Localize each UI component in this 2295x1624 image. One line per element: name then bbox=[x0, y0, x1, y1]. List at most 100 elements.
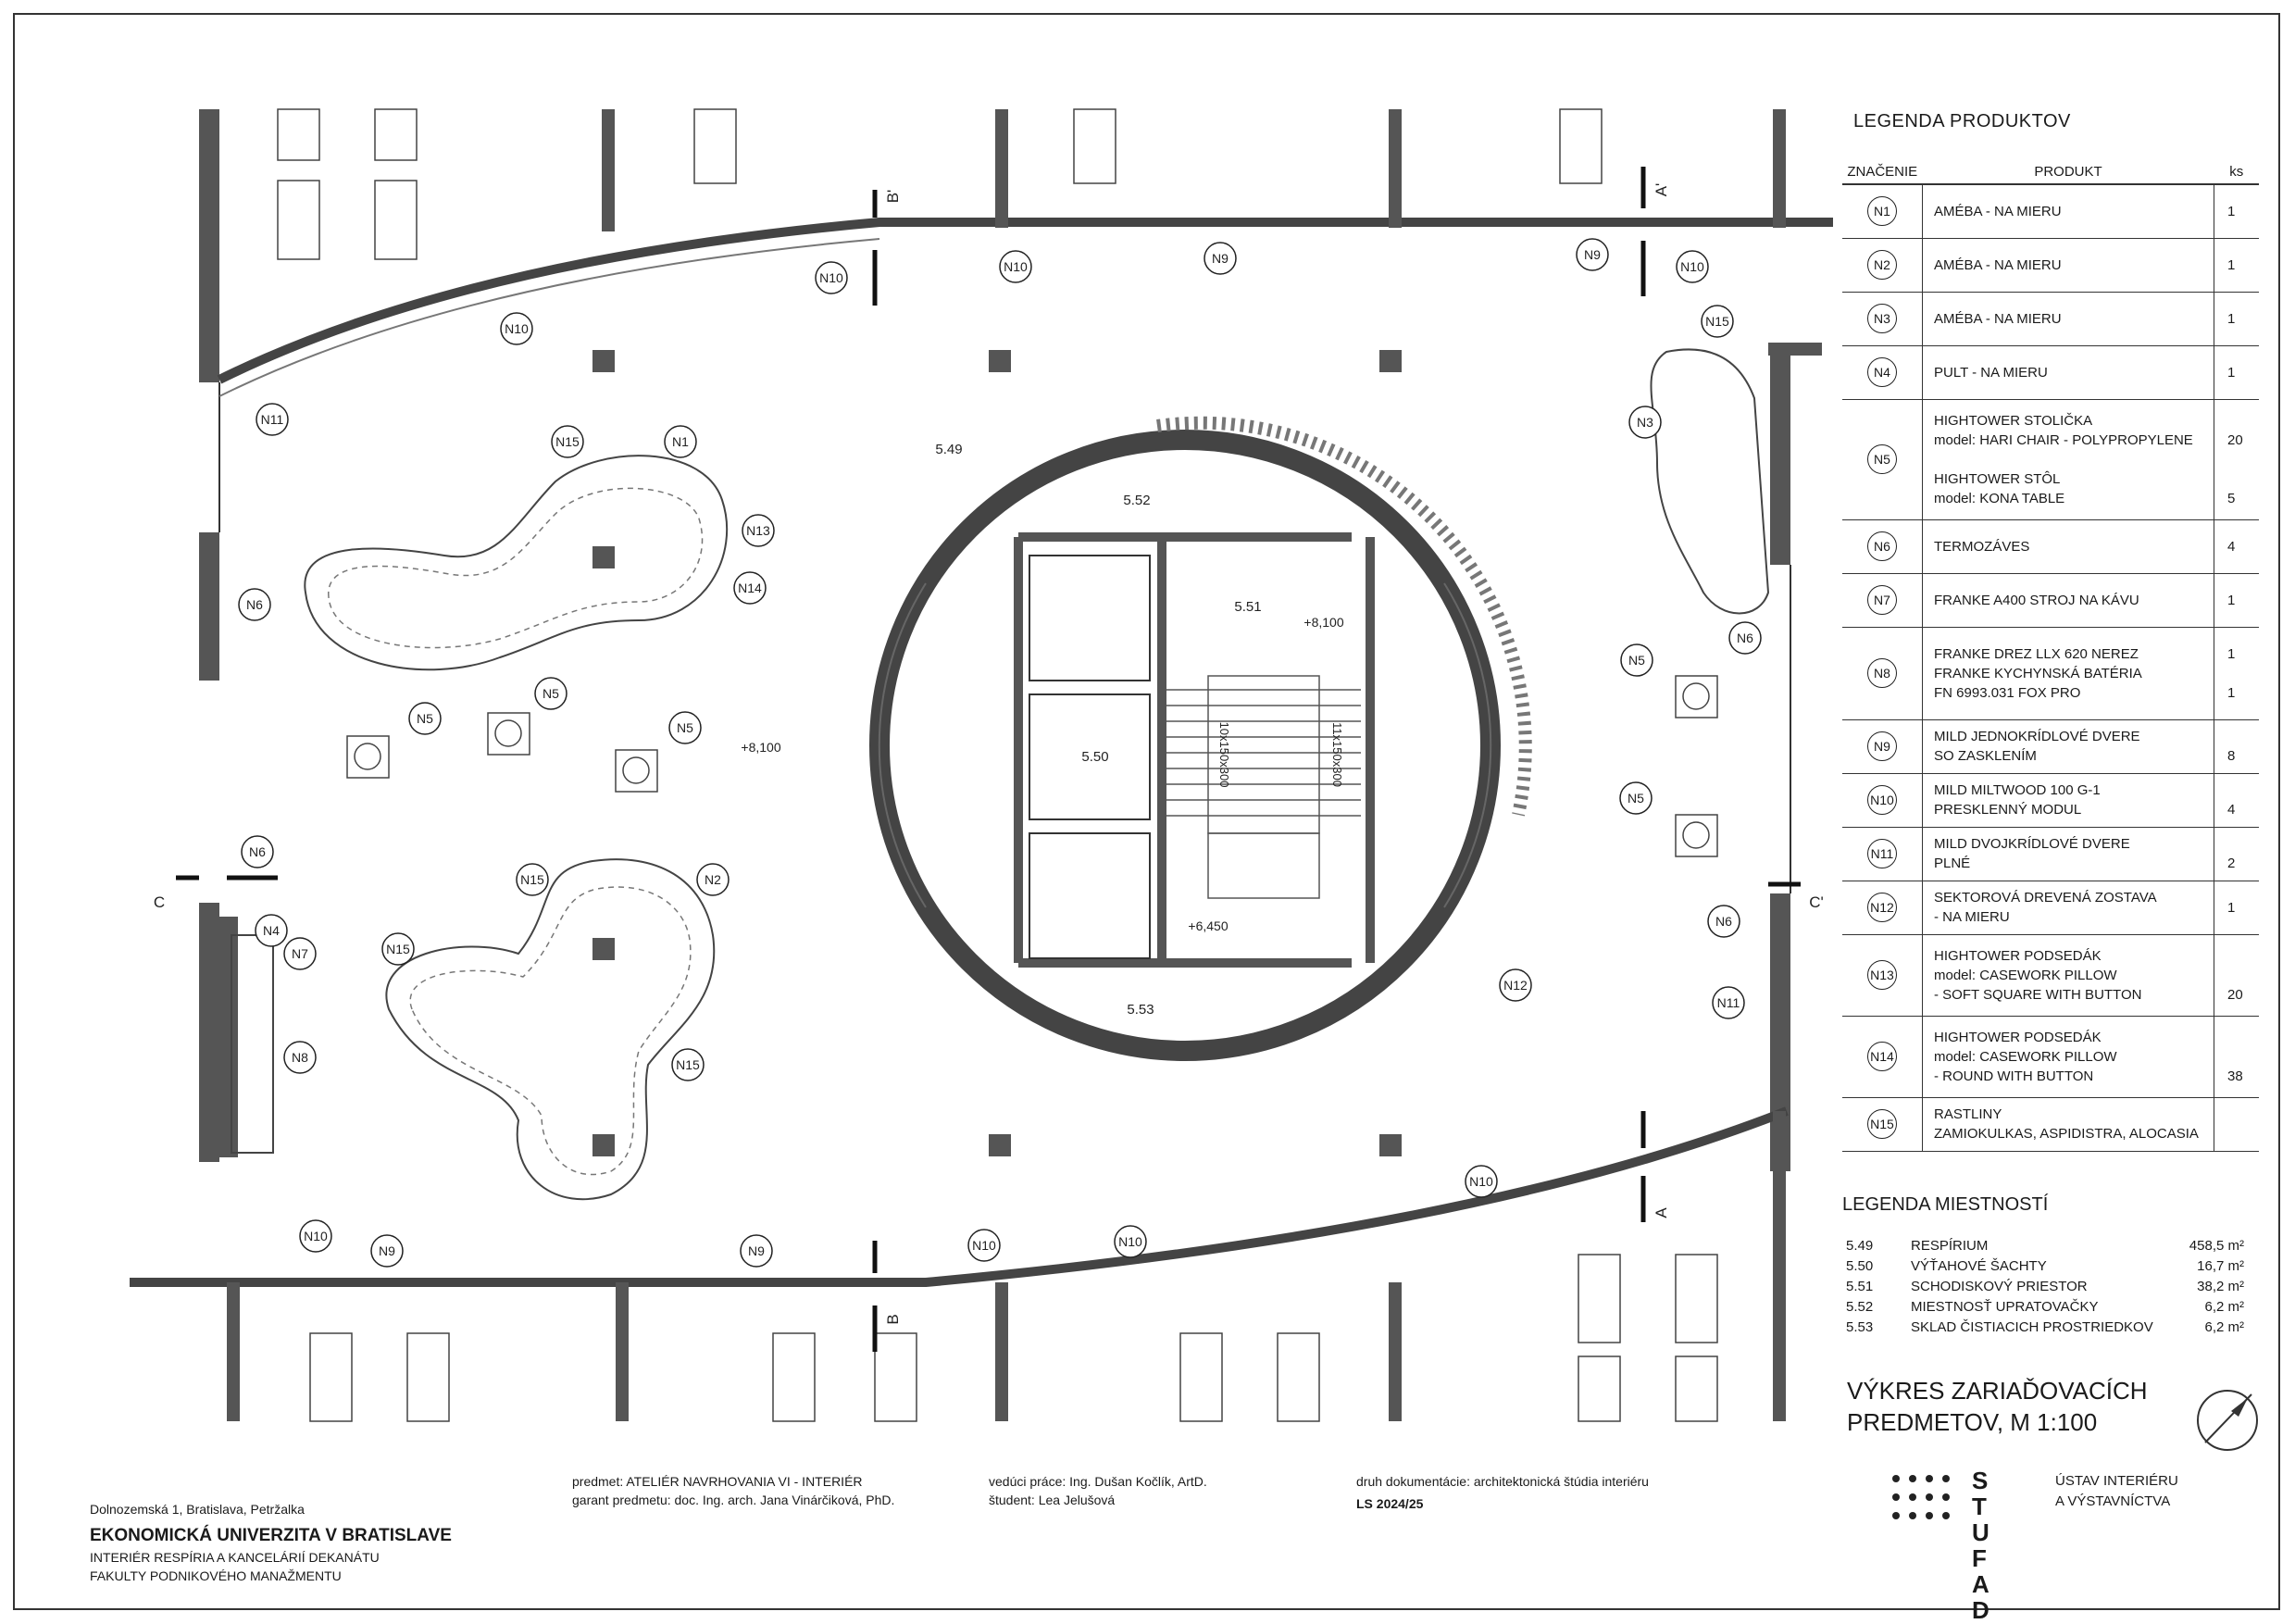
room-name: SCHODISKOVÝ PRIESTOR bbox=[1911, 1279, 2088, 1294]
wall-left-mid bbox=[199, 532, 219, 681]
legend-code-badge: N8 bbox=[1867, 658, 1897, 688]
legend-code-badge: N11 bbox=[1867, 839, 1897, 868]
room-no: 5.51 bbox=[1846, 1279, 1874, 1294]
legend-product-line: - ROUND WITH BUTTON bbox=[1934, 1068, 2094, 1084]
legend-products: LEGENDA PRODUKTOV ZNAČENIE PRODUKT ks N1… bbox=[1842, 111, 2259, 1152]
wall-left-low bbox=[199, 903, 219, 1162]
plan-tag-label: N4 bbox=[263, 923, 280, 938]
plan-tag-label: N15 bbox=[555, 434, 580, 449]
title-block-subject: predmet: ATELIÉR NAVRHOVANIA VI - INTERI… bbox=[572, 1472, 894, 1509]
planter-N1-bench bbox=[328, 487, 704, 649]
sheet-border bbox=[13, 13, 2280, 1610]
plan-tag-label: N3 bbox=[1637, 415, 1653, 430]
legend-qty bbox=[2227, 664, 2255, 683]
legend-code-badge: N1 bbox=[1867, 196, 1897, 227]
legend-header-code: ZNAČENIE bbox=[1842, 160, 1923, 185]
legend-qty-cell: 1 bbox=[2214, 573, 2259, 628]
legend-qty: 20 bbox=[2227, 986, 2243, 1003]
plan-tag-label: N5 bbox=[1628, 653, 1645, 668]
stair-label-right: 11x150x300 bbox=[1330, 722, 1344, 787]
plan-tag-n10: N10 bbox=[500, 312, 533, 345]
plan-tag-n6: N6 bbox=[1707, 905, 1740, 938]
room-area: 38,2 m² bbox=[2197, 1279, 2244, 1294]
plan-tag-n4: N4 bbox=[255, 914, 288, 947]
sector-bench-N12 bbox=[1156, 416, 1532, 817]
plan-tag-n10: N10 bbox=[815, 261, 848, 294]
drawing-title: VÝKRES ZARIAĎOVACÍCH PREDMETOV, M 1:100 bbox=[1847, 1375, 2162, 1438]
wall-bot-2 bbox=[616, 1282, 629, 1421]
supervisor: vedúci práce: Ing. Dušan Kočlík, ArtD. bbox=[989, 1474, 1207, 1489]
plan-tag-label: N7 bbox=[292, 946, 308, 961]
plan-tag-n10: N10 bbox=[299, 1219, 332, 1253]
plan-tag-n1: N1 bbox=[664, 425, 697, 458]
room-row: 5.51 SCHODISKOVÝ PRIESTOR 38,2 m² bbox=[1846, 1277, 2244, 1297]
core-outer-left bbox=[878, 582, 927, 908]
subject: predmet: ATELIÉR NAVRHOVANIA VI - INTERI… bbox=[572, 1474, 863, 1489]
wall-bot-3 bbox=[995, 1282, 1008, 1421]
legend-qty-cell: 1 bbox=[2214, 881, 2259, 935]
legend-product-line: FRANKE DREZ LLX 620 NEREZ bbox=[1934, 645, 2139, 662]
drawing-title-line1: VÝKRES ZARIAĎOVACÍCH bbox=[1847, 1377, 2148, 1405]
legend-qty: 1 bbox=[2227, 899, 2236, 916]
level-label-1: +8,100 bbox=[741, 740, 780, 755]
plan-tag-label: N9 bbox=[1212, 251, 1229, 266]
elevator-1 bbox=[1029, 555, 1151, 681]
room-no: 5.49 bbox=[1846, 1238, 1874, 1254]
legend-qty-cell bbox=[2214, 1097, 2259, 1152]
plan-tag-n15: N15 bbox=[381, 932, 415, 966]
plan-tag-label: N11 bbox=[261, 412, 284, 427]
legend-qty: 20 bbox=[2227, 431, 2243, 448]
plan-tag-label: N6 bbox=[1715, 914, 1732, 929]
staircase bbox=[1165, 675, 1361, 899]
floor-plan: 5.49 5.52 5.51 5.50 5.53 +8,100 +8,100 +… bbox=[130, 108, 1833, 1422]
north-arrow-icon bbox=[2197, 1390, 2258, 1451]
wall-right-low bbox=[1770, 893, 1790, 1171]
legend-product-line: AMÉBA - NA MIERU bbox=[1934, 310, 2062, 327]
room-label-550: 5.50 bbox=[1081, 749, 1108, 765]
legend-product-cell: AMÉBA - NA MIERU bbox=[1922, 238, 2214, 293]
counter-N4 bbox=[231, 934, 274, 1154]
legend-product-cell: AMÉBA - NA MIERU bbox=[1922, 292, 2214, 346]
legend-code-cell: N1 bbox=[1842, 184, 1923, 239]
legend-qty bbox=[2227, 1115, 2255, 1134]
legend-qty bbox=[2227, 411, 2255, 431]
institute-line-1: ÚSTAV INTERIÉRU bbox=[2055, 1473, 2178, 1489]
room-label-551: 5.51 bbox=[1234, 599, 1261, 615]
plan-tag-label: N5 bbox=[677, 720, 693, 735]
guarantor: garant predmetu: doc. Ing. arch. Jana Vi… bbox=[572, 1493, 895, 1507]
plan-tag-n10: N10 bbox=[967, 1229, 1001, 1262]
legend-qty: 1 bbox=[2227, 684, 2236, 701]
legend-qty-cell: 20 bbox=[2214, 934, 2259, 1017]
legend-product-line: RASTLINY bbox=[1934, 1106, 2002, 1122]
institute-name: ÚSTAV INTERIÉRU A VÝSTAVNÍCTVA bbox=[2055, 1471, 2240, 1512]
wall-right-top bbox=[1770, 352, 1790, 565]
legend-product-line: model: KONA TABLE bbox=[1934, 490, 2065, 506]
student: študent: Lea Jelušová bbox=[989, 1493, 1116, 1507]
legend-product-line: MILD MILTWOOD 100 G-1 bbox=[1934, 782, 2101, 798]
plan-tag-label: N5 bbox=[417, 711, 433, 726]
plan-tag-label: N2 bbox=[705, 872, 721, 887]
section-label-c-prime: C' bbox=[1809, 893, 1824, 911]
section-label-b-prime-top: B' bbox=[884, 190, 902, 204]
legend-qty-cell: 1 bbox=[2214, 238, 2259, 293]
plan-tag-n9: N9 bbox=[740, 1234, 773, 1268]
room-label-553: 5.53 bbox=[1127, 1002, 1154, 1018]
legend-code-cell: N6 bbox=[1842, 519, 1923, 574]
plan-tag-n5: N5 bbox=[408, 702, 442, 735]
top-facade-wall bbox=[217, 218, 1833, 384]
plan-tag-n9: N9 bbox=[370, 1234, 404, 1268]
room-name: SKLAD ČISTIACICH PROSTRIEDKOV bbox=[1911, 1319, 2153, 1335]
wall-bot-4 bbox=[1389, 1282, 1402, 1421]
legend-code-cell: N5 bbox=[1842, 399, 1923, 520]
legend-qty bbox=[2227, 834, 2255, 854]
bottom-facade-wall bbox=[130, 1106, 1789, 1287]
